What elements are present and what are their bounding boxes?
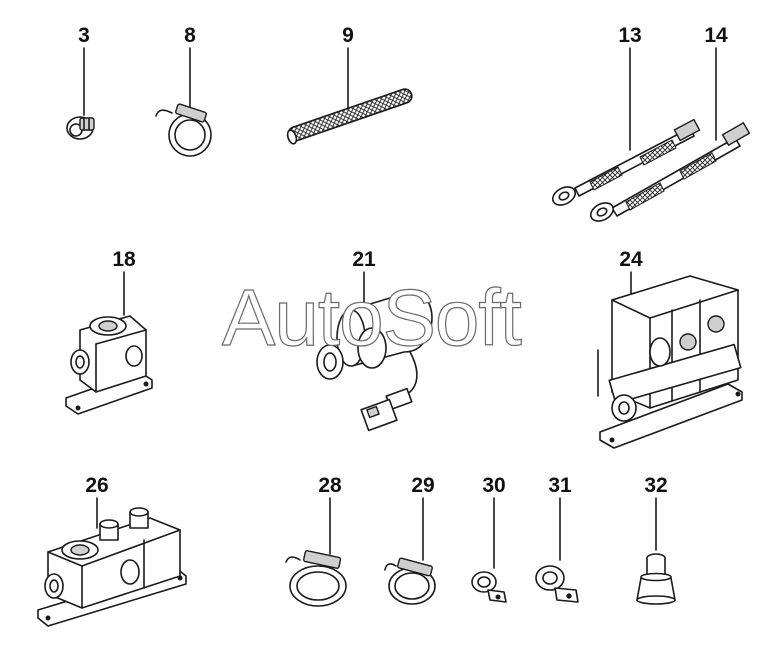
part-31-p-clip xyxy=(535,565,579,603)
part-label-14: 14 xyxy=(704,24,728,47)
part-32-rubber-cap xyxy=(636,553,676,605)
part-13-banjo-hose xyxy=(551,118,701,206)
part-29-hose-clamp xyxy=(384,557,436,605)
part-label-32: 32 xyxy=(644,474,668,497)
part-9-braided-hose xyxy=(286,88,413,145)
part-18-valve-bracket xyxy=(65,315,153,415)
part-label-29: 29 xyxy=(411,474,435,497)
part-label-26: 26 xyxy=(85,474,109,497)
part-label-31: 31 xyxy=(548,474,572,497)
part-30-p-clip xyxy=(471,571,507,603)
part-label-24: 24 xyxy=(619,248,643,271)
part-label-9: 9 xyxy=(342,24,354,47)
part-14-banjo-hose xyxy=(589,121,751,222)
part-label-18: 18 xyxy=(112,248,136,271)
part-label-28: 28 xyxy=(318,474,342,497)
part-3-small-clamp xyxy=(66,116,95,140)
part-28-hose-clamp xyxy=(285,550,347,607)
part-label-30: 30 xyxy=(482,474,506,497)
part-8-hose-clamp xyxy=(155,103,212,157)
leader-lines xyxy=(83,47,717,569)
part-label-21: 21 xyxy=(352,248,376,271)
part-21-solenoid-valve xyxy=(316,291,433,432)
part-label-13: 13 xyxy=(618,24,642,47)
part-24-valve-block xyxy=(597,275,743,449)
part-26-valve-block xyxy=(37,507,187,627)
part-label-8: 8 xyxy=(184,24,196,47)
part-label-3: 3 xyxy=(78,24,90,47)
